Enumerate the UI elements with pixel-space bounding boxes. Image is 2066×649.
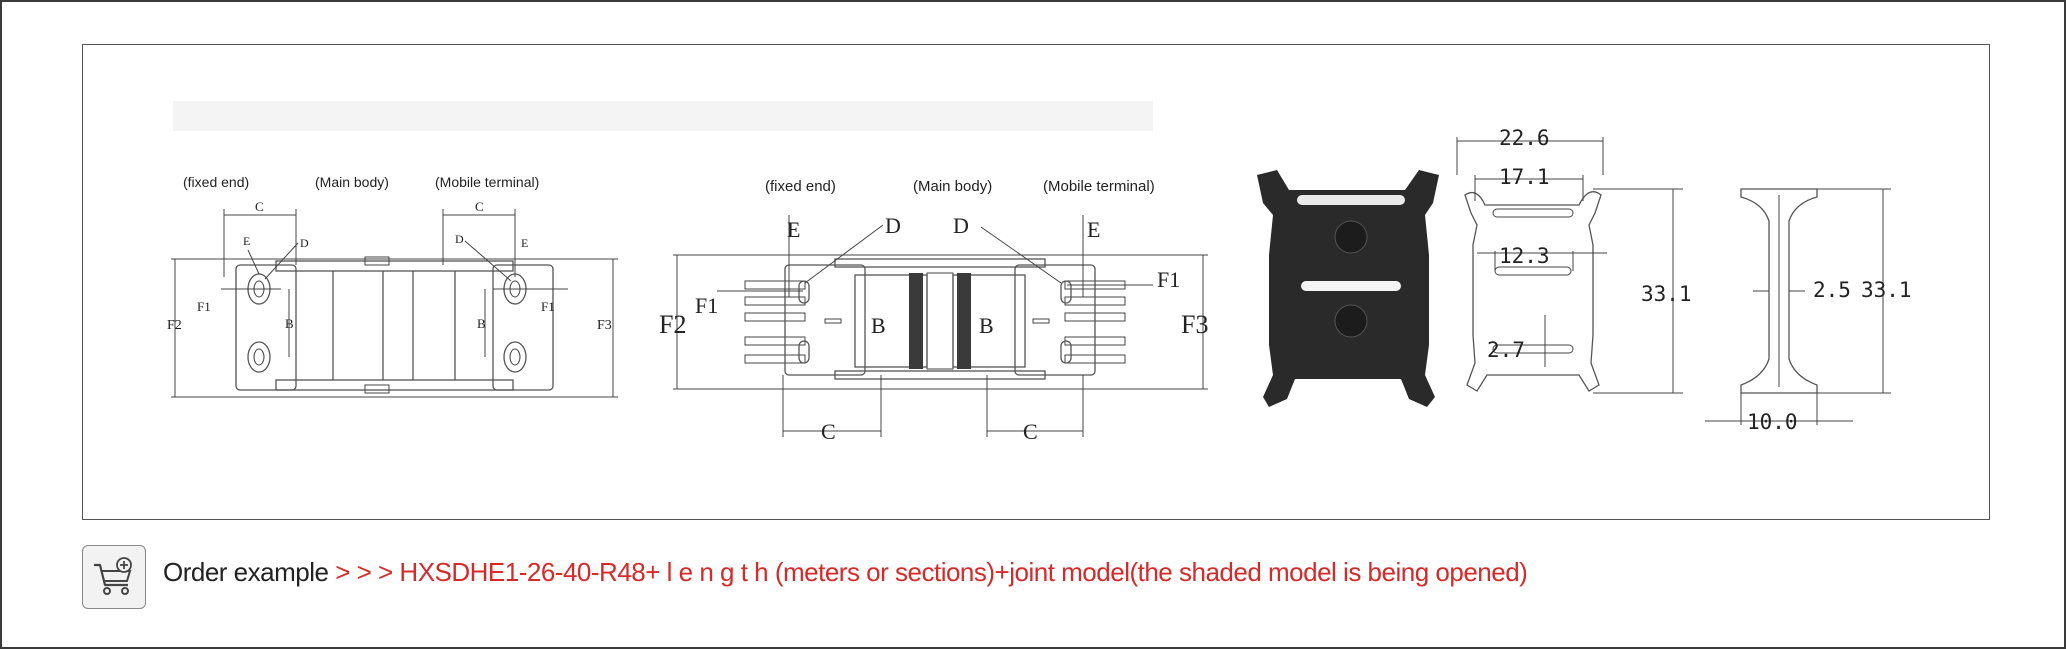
order-example-line: Order example > > > HXSDHE1-26-40-R48+ l… xyxy=(163,557,1528,588)
d1-e-leader-left xyxy=(247,249,260,275)
d2-fixed-end-label: (fixed end) xyxy=(765,178,836,195)
d1-top-rail xyxy=(275,260,514,272)
d1-hole-bottom-right xyxy=(503,341,527,373)
d2-small-slot-left xyxy=(824,318,842,324)
diagram-panel: (fixed end) (Main body) (Mobile terminal… xyxy=(82,44,1990,520)
d1-mobile-terminal-label: (Mobile terminal) xyxy=(435,174,539,190)
side-view-drawing: 33.1 2.5 10.0 xyxy=(1705,188,1912,434)
d1-bottom-hinge xyxy=(364,384,390,394)
dim-slot-width: 12.3 xyxy=(1499,244,1550,268)
d1-f1-label-left: F1 xyxy=(197,299,211,314)
d1-hole-bottom-left xyxy=(247,341,271,373)
d2-d-leader-right xyxy=(980,226,1062,284)
d2-e-label-right: E xyxy=(1087,217,1100,242)
header-band xyxy=(173,101,1153,131)
cart-button[interactable] xyxy=(82,545,146,609)
shaded-top-slot xyxy=(1297,195,1405,205)
d1-f3-label: F3 xyxy=(597,318,612,333)
shopping-cart-add-icon xyxy=(94,557,132,595)
d2-small-slot-right xyxy=(1032,318,1050,324)
d1-b-label-left: B xyxy=(285,316,294,331)
d2-c-label-right: C xyxy=(1023,419,1038,444)
shaded-middle-slot xyxy=(1301,281,1401,291)
d1-fixed-end-label: (fixed end) xyxy=(183,174,249,190)
dim-width-inner: 17.1 xyxy=(1499,165,1550,189)
d1-fixed-end-bracket xyxy=(235,264,297,391)
d2-left-pins xyxy=(744,280,806,364)
d2-bottom-rail xyxy=(834,370,1046,380)
d1-main-body-label: (Main body) xyxy=(315,174,389,190)
d2-f2-label: F2 xyxy=(659,310,686,339)
diagram-2-assembly: (fixed end) (Main body) (Mobile terminal… xyxy=(659,178,1208,444)
dim-height-right: 33.1 xyxy=(1861,278,1912,302)
front-view-outline xyxy=(1464,191,1602,392)
order-example-label: Order example xyxy=(163,557,329,587)
dim-rib-height: 2.7 xyxy=(1487,338,1525,362)
shaded-top-boss xyxy=(1334,220,1368,254)
shaded-link-part xyxy=(1257,170,1439,407)
d1-d-label-left: D xyxy=(300,236,309,250)
d1-d-leader-right xyxy=(464,240,512,282)
d2-f1-label-right: F1 xyxy=(1157,267,1180,292)
d2-b-label-left: B xyxy=(871,313,886,338)
front-view-drawing: 22.6 17.1 12.3 33.1 2.7 xyxy=(1456,126,1692,394)
d1-e-label-left: E xyxy=(243,234,250,248)
d2-mobile-terminal-label: (Mobile terminal) xyxy=(1043,178,1155,195)
shaded-bottom-boss xyxy=(1334,304,1368,338)
dim-depth: 10.0 xyxy=(1747,410,1798,434)
d1-mobile-end-bracket xyxy=(492,264,554,391)
front-view-middle-slot xyxy=(1494,266,1572,276)
d1-hole-bottom-left-inner xyxy=(253,348,265,366)
d2-b-label-right: B xyxy=(979,313,994,338)
d1-bottom-rail xyxy=(275,379,514,391)
d2-c-label-left: C xyxy=(821,419,836,444)
d2-center-hatch xyxy=(909,272,971,370)
d2-fixed-end-bracket xyxy=(784,264,866,376)
order-example-value: > > > HXSDHE1-26-40-R48+ l e n g t h (me… xyxy=(328,557,1528,587)
d2-slot-top-left xyxy=(798,280,810,304)
d1-f1-label-right: F1 xyxy=(541,299,555,314)
d1-hole-bottom-right-inner xyxy=(509,348,521,366)
d2-f3-label: F3 xyxy=(1181,310,1208,339)
d1-c-label-right: C xyxy=(475,199,484,214)
dim-thickness: 2.5 xyxy=(1813,278,1851,302)
d2-top-rail xyxy=(834,258,1046,268)
d1-f2-label: F2 xyxy=(167,318,182,333)
d2-slot-top-right xyxy=(1060,280,1072,304)
diagram-1-assembly: (fixed end) (Main body) (Mobile terminal… xyxy=(167,174,618,398)
d2-f1-label-left: F1 xyxy=(695,293,718,318)
dim-height-left: 33.1 xyxy=(1641,282,1692,306)
d1-e-label-right: E xyxy=(521,236,528,250)
technical-drawing: (fixed end) (Main body) (Mobile terminal… xyxy=(167,101,1912,444)
d2-main-body-label: (Main body) xyxy=(913,178,992,195)
d2-slot-bottom-right xyxy=(1060,340,1072,364)
d1-d-label-right: D xyxy=(455,232,464,246)
front-view-bottom-rib xyxy=(1492,344,1574,354)
d1-d-leader-left xyxy=(264,242,299,280)
dim-width-outer: 22.6 xyxy=(1499,126,1550,150)
d2-d-leader-left xyxy=(804,224,884,284)
d2-d-label-left: D xyxy=(885,213,901,238)
d2-d-label-right: D xyxy=(953,213,969,238)
d1-top-hinge xyxy=(364,256,390,266)
front-view-top-rib xyxy=(1492,208,1574,218)
d2-e-label-left: E xyxy=(787,217,800,242)
d1-b-label-right: B xyxy=(477,316,486,331)
d2-slot-bottom-left xyxy=(798,340,810,364)
d1-c-label-left: C xyxy=(255,199,264,214)
d2-mobile-end-bracket xyxy=(1014,264,1096,376)
